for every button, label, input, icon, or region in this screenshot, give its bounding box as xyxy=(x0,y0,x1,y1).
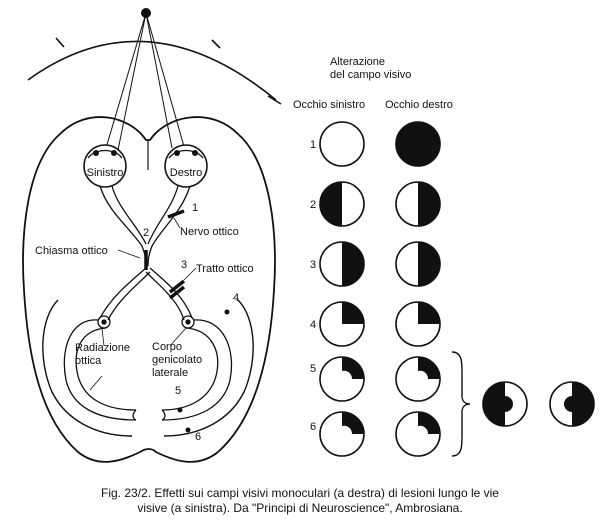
brain-outline xyxy=(22,116,276,463)
lesion-markers xyxy=(144,209,186,300)
lgn-label-2: genicolato xyxy=(152,354,202,366)
caption-line-2: visive (a sinistra). Da "Principi di Neu… xyxy=(137,501,462,515)
col-right-eye-header: Occhio destro xyxy=(385,99,453,111)
field-1-right xyxy=(395,121,441,167)
fields-title-2: del campo visivo xyxy=(330,69,411,81)
lesion-5-label: 5 xyxy=(175,385,181,397)
eye-right-label: Destro xyxy=(170,167,202,179)
row-2-number: 2 xyxy=(310,199,316,211)
visual-field-arc xyxy=(27,37,282,105)
rows-5-6-brace xyxy=(451,351,471,457)
optic-radiations xyxy=(63,319,233,421)
lesion-4-label: 4 xyxy=(233,292,239,304)
lgn-label-1: Corpo xyxy=(152,341,182,353)
lesion-4-dot xyxy=(224,309,230,315)
optic-tract-label: Tratto ottico xyxy=(196,263,254,275)
right-eye xyxy=(164,144,208,188)
optic-pathway xyxy=(99,185,193,321)
lesion-6-label: 6 xyxy=(195,431,201,443)
optic-radiation-label-2: ottica xyxy=(75,355,102,367)
lesion-1-label: 1 xyxy=(192,202,198,214)
optic-radiation-label-1: Radiazione xyxy=(75,342,130,354)
left-eye xyxy=(83,144,127,188)
row-1-number: 1 xyxy=(310,139,316,151)
lgn-left xyxy=(97,315,111,329)
sight-lines xyxy=(105,12,186,151)
lgn-label-3: laterale xyxy=(152,367,188,379)
temporal-lobes xyxy=(42,299,254,437)
row-4-number: 4 xyxy=(310,319,316,331)
lgn-right xyxy=(181,315,195,329)
leader-lines xyxy=(89,217,197,391)
eye-left-label: Sinistro xyxy=(87,167,124,179)
col-left-eye-header: Occhio sinistro xyxy=(293,99,365,111)
chiasm-label: Chiasma ottico xyxy=(35,245,108,257)
lesion-6-dot xyxy=(185,427,191,433)
lesion-3-label: 3 xyxy=(181,259,187,271)
caption-line-1: Fig. 23/2. Effetti sui campi visivi mono… xyxy=(101,486,499,500)
optic-nerve-label: Nervo ottico xyxy=(180,226,239,238)
row-5-number: 5 xyxy=(310,363,316,375)
lesion-5-dot xyxy=(177,407,183,413)
row-3-number: 3 xyxy=(310,259,316,271)
fields-title-1: Alterazione xyxy=(330,56,385,68)
row-6-number: 6 xyxy=(310,421,316,433)
lesion-2-label: 2 xyxy=(143,227,149,239)
field-1-left xyxy=(319,121,365,167)
